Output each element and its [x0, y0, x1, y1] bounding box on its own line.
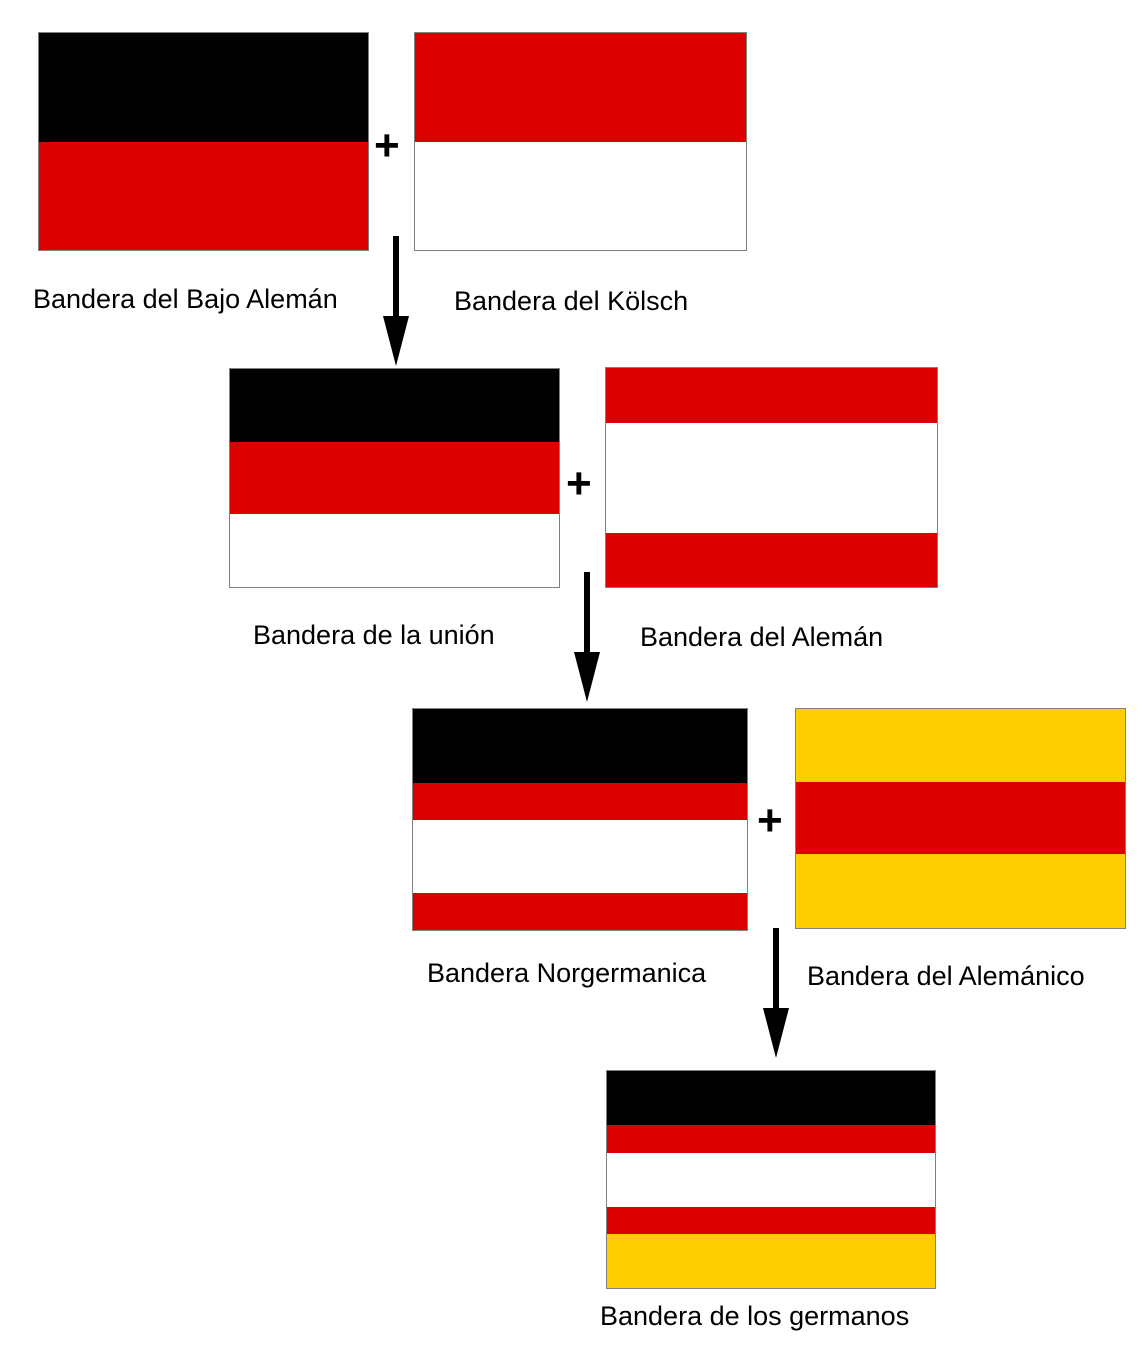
flag-stripe: [607, 1207, 935, 1234]
flag-stripe: [413, 893, 747, 930]
label-bajo-aleman: Bandera del Bajo Alemán: [33, 284, 338, 314]
flag-stripe: [230, 441, 559, 515]
flag-stripe: [606, 368, 937, 423]
flag-union: [229, 368, 560, 588]
flag-stripe: [796, 709, 1125, 782]
flag-kolsch: [414, 32, 747, 251]
flag-stripe: [607, 1125, 935, 1153]
label-norgermanica: Bandera Norgermanica: [427, 958, 707, 988]
label-alemanico: Bandera del Alemánico: [807, 961, 1085, 991]
flag-aleman: [605, 367, 938, 588]
flag-stripe: [607, 1071, 935, 1125]
flag-stripe: [413, 819, 747, 894]
arrow-down-icon: [383, 236, 409, 366]
flag-stripe: [230, 369, 559, 442]
flag-germanos: [606, 1070, 936, 1289]
plus-sign: +: [566, 459, 592, 508]
flag-stripe: [415, 141, 746, 250]
flag-stripe: [606, 423, 937, 533]
label-union: Bandera de la unión: [253, 620, 495, 650]
arrow-down-icon: [763, 928, 789, 1058]
flag-bajo-aleman: [38, 32, 369, 251]
label-aleman: Bandera del Alemán: [640, 622, 884, 652]
flag-stripe: [796, 781, 1125, 855]
flag-stripe: [415, 33, 746, 142]
label-germanos: Bandera de los germanos: [600, 1301, 910, 1331]
arrow-down-icon: [574, 572, 600, 702]
flag-stripe: [39, 33, 368, 142]
flag-stripe: [413, 782, 747, 820]
flag-stripe: [607, 1153, 935, 1207]
plus-sign: +: [757, 796, 783, 845]
flag-stripe: [607, 1234, 935, 1288]
plus-sign: +: [374, 121, 400, 170]
flag-stripe: [39, 141, 368, 250]
flag-stripe: [606, 533, 937, 587]
flag-stripe: [796, 854, 1125, 928]
label-kolsch: Bandera del Kölsch: [454, 286, 689, 316]
flag-stripe: [230, 514, 559, 587]
flag-norgermanica: [412, 708, 748, 931]
flag-alemanico: [795, 708, 1126, 929]
flag-stripe: [413, 709, 747, 783]
